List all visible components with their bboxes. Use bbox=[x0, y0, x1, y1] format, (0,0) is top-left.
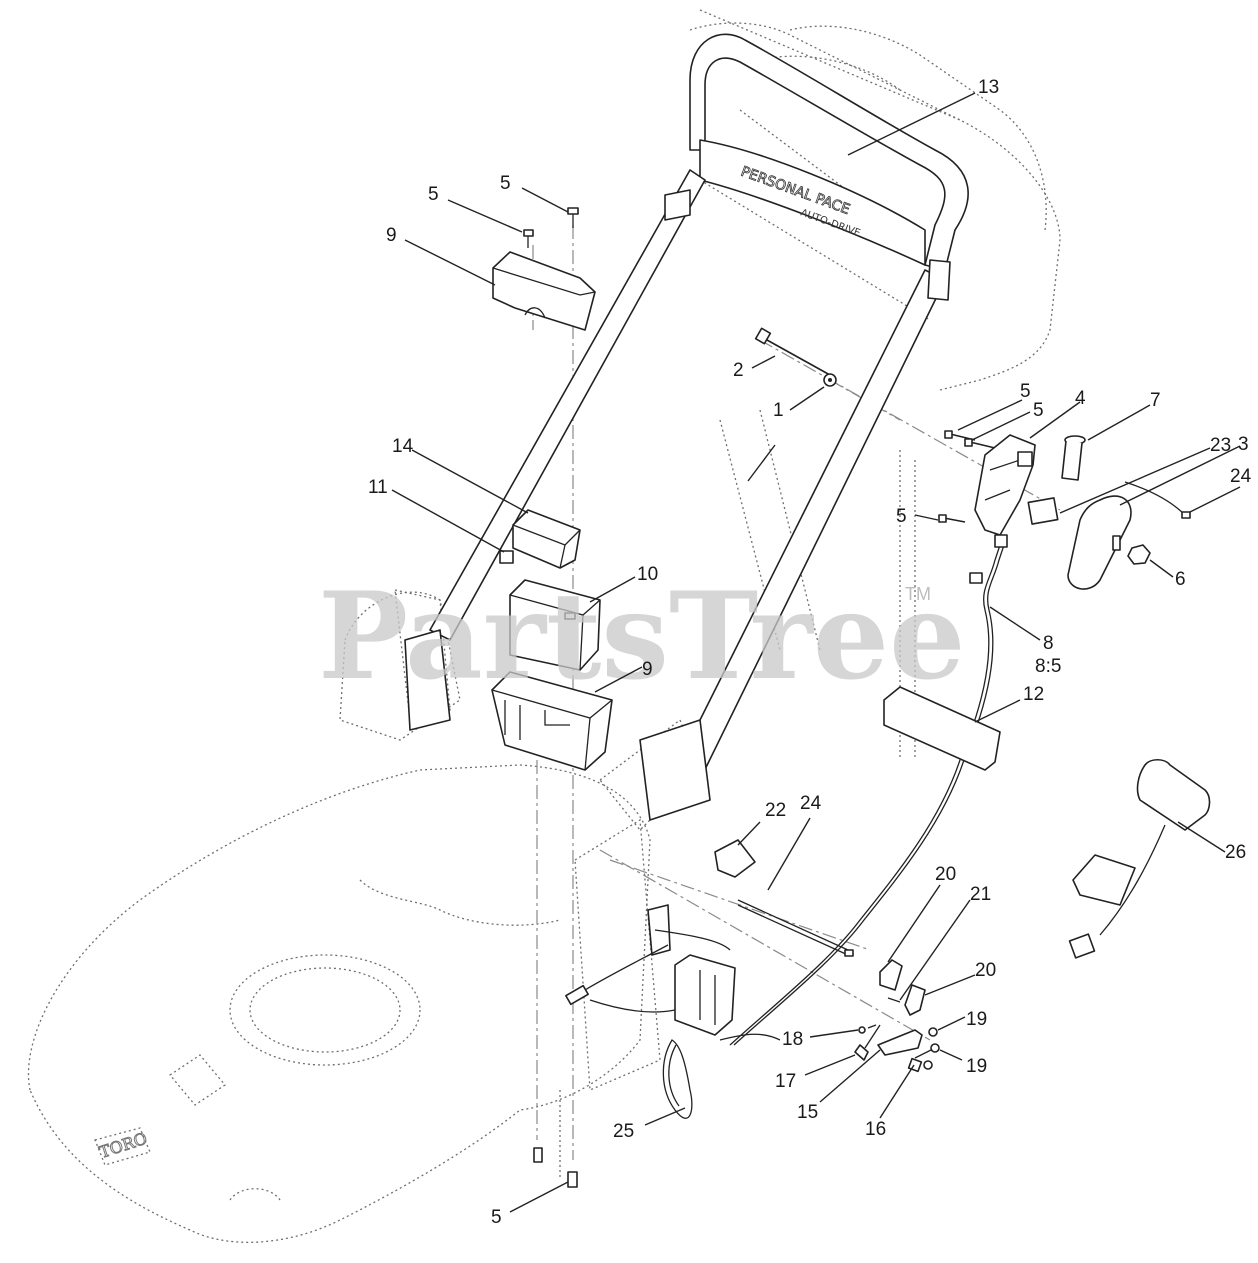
switch-part-23 bbox=[1027, 497, 1059, 525]
callout-3: 3 bbox=[1238, 434, 1249, 455]
decal-part-12 bbox=[883, 686, 1001, 771]
clip-part-11 bbox=[499, 550, 514, 564]
callout-8: 8 bbox=[1043, 633, 1054, 654]
callout-5: 5 bbox=[896, 506, 907, 527]
cable-tie-part-24-top bbox=[1124, 481, 1191, 519]
screw-part-5-bottom bbox=[533, 1147, 578, 1188]
controller-module bbox=[565, 904, 781, 1041]
callout-9: 9 bbox=[386, 225, 397, 246]
callout-8-5: 8:5 bbox=[1035, 656, 1061, 677]
screw-part-18 bbox=[858, 1024, 877, 1034]
screw-part-5-switch bbox=[938, 430, 996, 523]
battery-box-part-9 bbox=[491, 671, 613, 771]
callout-5: 5 bbox=[1033, 400, 1044, 421]
callout-26: 26 bbox=[1225, 842, 1246, 863]
callout-15: 15 bbox=[797, 1102, 818, 1123]
pad-part-14 bbox=[512, 509, 581, 569]
bracket-part-20-upper bbox=[879, 959, 903, 991]
callout-6: 6 bbox=[1175, 569, 1186, 590]
callout-24: 24 bbox=[800, 793, 822, 814]
callout-21: 21 bbox=[970, 884, 991, 905]
callout-19: 19 bbox=[966, 1009, 987, 1030]
callout-25: 25 bbox=[613, 1121, 634, 1142]
spring-part-21 bbox=[887, 997, 901, 1003]
battery-part-10 bbox=[509, 579, 601, 671]
callout-5: 5 bbox=[500, 173, 511, 194]
svg-text:TORO: TORO bbox=[97, 1129, 149, 1162]
callout-20: 20 bbox=[935, 864, 956, 885]
svg-text:PartsTree: PartsTree bbox=[318, 566, 965, 707]
battery-lid-part-9 bbox=[492, 251, 596, 331]
nut-part-6 bbox=[1127, 544, 1151, 565]
lever-part-15 bbox=[877, 1029, 923, 1056]
callout-5: 5 bbox=[428, 184, 439, 205]
cover-part-3 bbox=[1067, 495, 1132, 590]
leader-lines bbox=[391, 92, 1241, 1213]
pin-part-17 bbox=[854, 1024, 881, 1061]
switch-housing-part-4 bbox=[974, 434, 1036, 536]
callout-2: 2 bbox=[733, 360, 744, 381]
callout-10: 10 bbox=[637, 564, 658, 585]
screw-part-5-top bbox=[523, 207, 579, 248]
callout-18: 18 bbox=[782, 1029, 803, 1050]
callout-5: 5 bbox=[491, 1207, 502, 1228]
washer-part-1 bbox=[823, 373, 837, 387]
wire-harness-part-8 bbox=[729, 534, 1008, 1046]
cable-tie-part-24-lower bbox=[737, 899, 854, 957]
key-part-7 bbox=[1061, 435, 1086, 481]
bolt-part-16 bbox=[907, 1047, 936, 1073]
charger-part-26 bbox=[1068, 758, 1211, 959]
callout-22: 22 bbox=[765, 800, 786, 821]
nut-part-19 bbox=[928, 1027, 940, 1053]
bracket-part-20-lower bbox=[904, 984, 926, 1016]
callout-9: 9 bbox=[642, 659, 653, 680]
callout-20: 20 bbox=[975, 960, 996, 981]
callout-7: 7 bbox=[1150, 390, 1161, 411]
capacitor-part-22 bbox=[714, 839, 756, 878]
bolt-part-2 bbox=[754, 327, 831, 376]
callout-24: 24 bbox=[1230, 466, 1252, 487]
callout-1: 1 bbox=[773, 400, 784, 421]
callout-labels: 13 5 5 9 2 1 5 5 4 7 23 3 24 5 6 14 11 1… bbox=[368, 77, 1252, 1228]
callout-14: 14 bbox=[392, 436, 414, 457]
callout-4: 4 bbox=[1075, 388, 1086, 409]
handle-assembly: PERSONAL PACE AUTO-DRIVE bbox=[404, 33, 969, 821]
callout-23: 23 bbox=[1210, 435, 1231, 456]
callout-12: 12 bbox=[1023, 684, 1044, 705]
callout-17: 17 bbox=[775, 1071, 796, 1092]
svg-text:TM: TM bbox=[905, 584, 931, 604]
callout-16: 16 bbox=[865, 1119, 886, 1140]
deck-logo: TORO bbox=[96, 1128, 149, 1162]
callout-11: 11 bbox=[368, 477, 388, 498]
callout-19: 19 bbox=[966, 1056, 987, 1077]
callout-5: 5 bbox=[1020, 381, 1031, 402]
partstree-watermark: PartsTree TM bbox=[318, 566, 965, 707]
callout-13: 13 bbox=[978, 77, 999, 98]
cable-loop-part-25 bbox=[662, 1039, 693, 1119]
